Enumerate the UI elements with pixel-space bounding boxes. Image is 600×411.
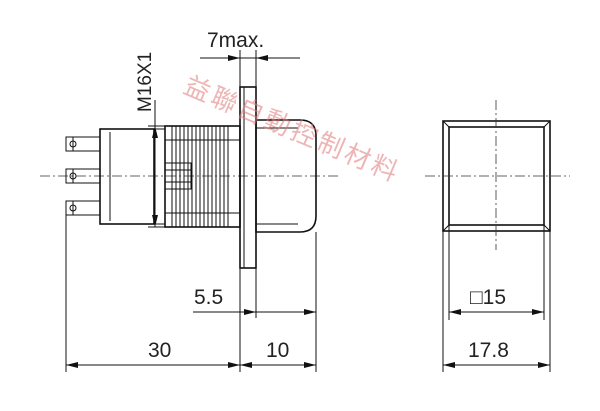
panel-max-dimension: 7max. (200, 29, 300, 87)
front-view: □15 17.8 (425, 100, 570, 372)
rear-body (99, 128, 165, 225)
panel-max-label: 7max. (207, 29, 264, 52)
watermark-text: 益聯自動控制材料 (179, 71, 404, 189)
front-bezel (255, 119, 317, 233)
threaded-section (164, 125, 241, 228)
side-view: M16X1 7max. 5.5 (40, 29, 340, 372)
length-dimensions: 30 10 (65, 215, 317, 372)
body-length-label: 30 (148, 339, 171, 362)
thread-dimension: M16X1 (135, 52, 165, 228)
bezel-offset-label: 5.5 (194, 286, 223, 309)
square-size-label: □15 (470, 286, 506, 309)
thread-label: M16X1 (135, 52, 156, 112)
square-size-dimension: □15 (448, 225, 545, 320)
bezel-offset-dimension: 5.5 (193, 268, 316, 318)
front-width-label: 17.8 (468, 339, 509, 362)
bezel-length-label: 10 (266, 339, 289, 362)
front-width-dimension: 17.8 (442, 231, 551, 372)
